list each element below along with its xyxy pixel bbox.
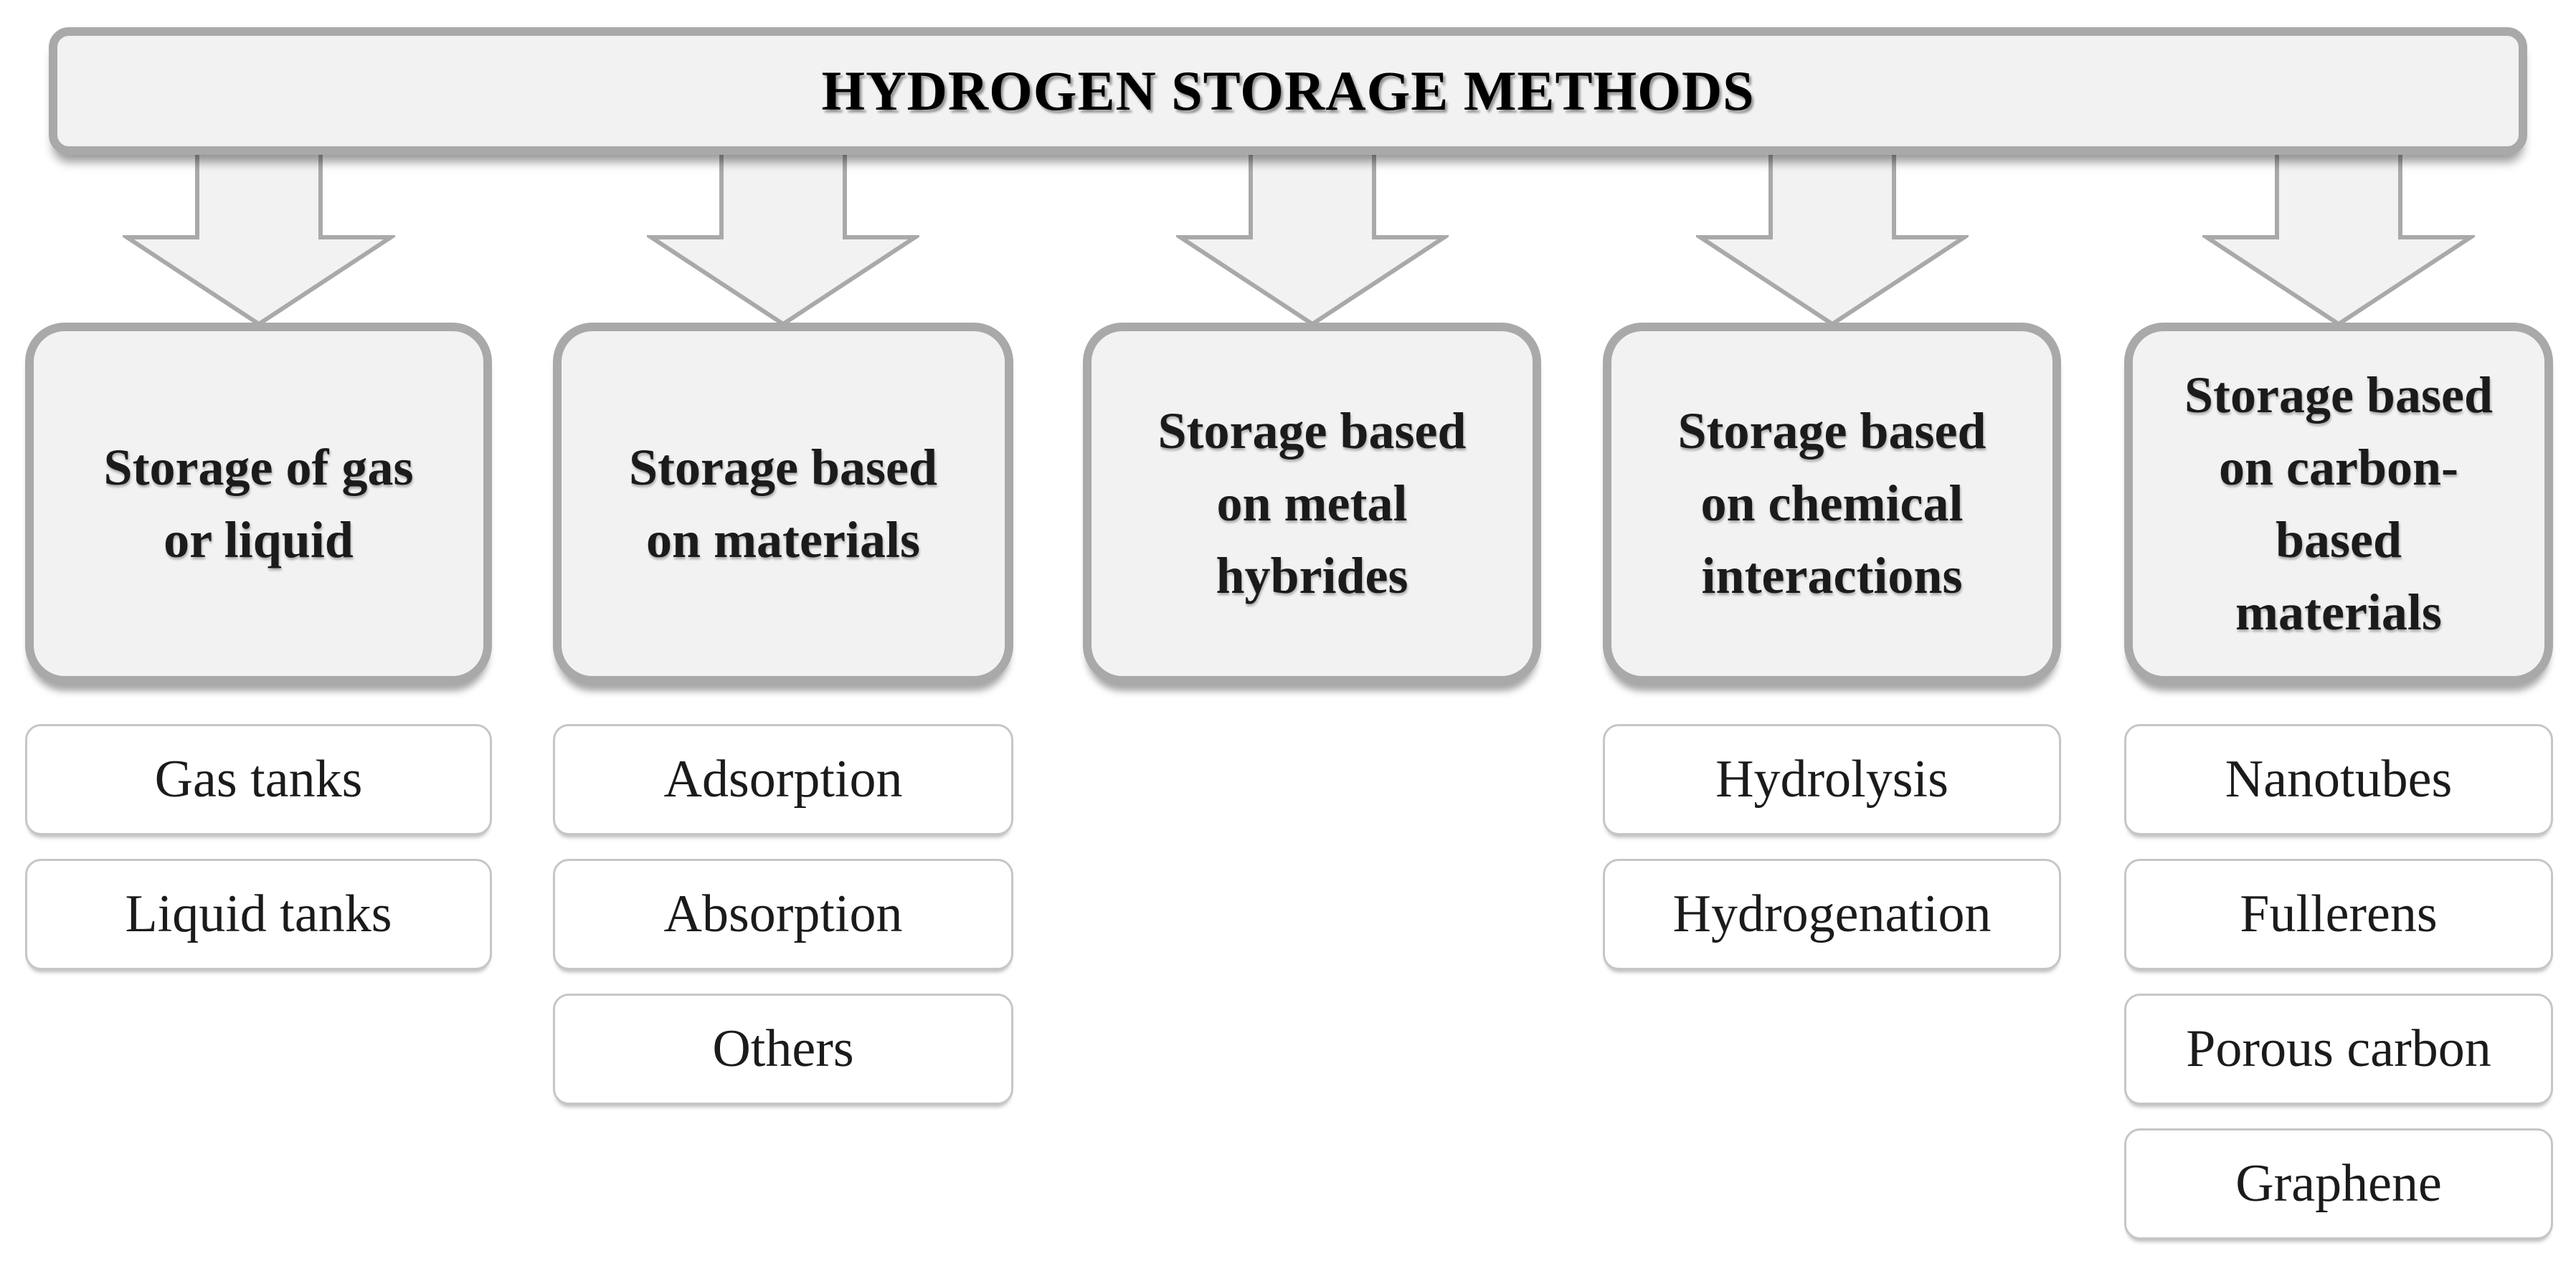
header-box: HYDROGEN STORAGE METHODS [49, 27, 2527, 155]
category-box-metal-hybrides: Storage based on metal hybrides [1083, 323, 1541, 685]
down-arrow-icon [2202, 151, 2475, 327]
down-arrow-icon [122, 151, 395, 327]
down-arrow-icon [1695, 151, 1969, 327]
child-label: Hydrogenation [1672, 885, 1992, 943]
child-label: Nanotubes [2225, 750, 2453, 809]
category-label: Storage based on chemical interactions [1677, 402, 1987, 604]
category-label: Storage based on metal hybrides [1157, 402, 1467, 604]
child-label: Hydrolysis [1715, 750, 1948, 809]
child-box: Hydrogenation [1603, 859, 2061, 970]
down-arrow-icon [647, 151, 919, 327]
child-box: Gas tanks [25, 724, 492, 835]
child-label: Graphene [2235, 1154, 2442, 1213]
child-label: Absorption [663, 885, 903, 943]
category-box-materials: Storage based on materials [553, 323, 1013, 685]
child-box: Nanotubes [2124, 724, 2553, 835]
child-label: Fullerens [2240, 885, 2438, 943]
child-label: Liquid tanks [125, 885, 392, 943]
down-arrow-icon [1175, 151, 1449, 327]
child-label: Others [712, 1019, 854, 1078]
child-box: Absorption [553, 859, 1013, 970]
child-box: Liquid tanks [25, 859, 492, 970]
child-box: Fullerens [2124, 859, 2553, 970]
child-box: Graphene [2124, 1128, 2553, 1239]
category-box-carbon-based-materials: Storage based on carbon- based materials [2124, 323, 2553, 685]
category-label: Storage based on carbon- based materials [2184, 366, 2493, 641]
diagram-title: HYDROGEN STORAGE METHODS [821, 60, 1755, 122]
child-box: Hydrolysis [1603, 724, 2061, 835]
category-box-chemical-interactions: Storage based on chemical interactions [1603, 323, 2061, 685]
child-box: Adsorption [553, 724, 1013, 835]
child-label: Gas tanks [154, 750, 363, 809]
category-label: Storage of gas or liquid [103, 438, 414, 568]
child-label: Porous carbon [2186, 1019, 2491, 1078]
child-box: Others [553, 994, 1013, 1105]
child-box: Porous carbon [2124, 994, 2553, 1105]
category-box-gas-or-liquid: Storage of gas or liquid [25, 323, 492, 685]
child-label: Adsorption [663, 750, 903, 809]
category-label: Storage based on materials [629, 438, 937, 568]
